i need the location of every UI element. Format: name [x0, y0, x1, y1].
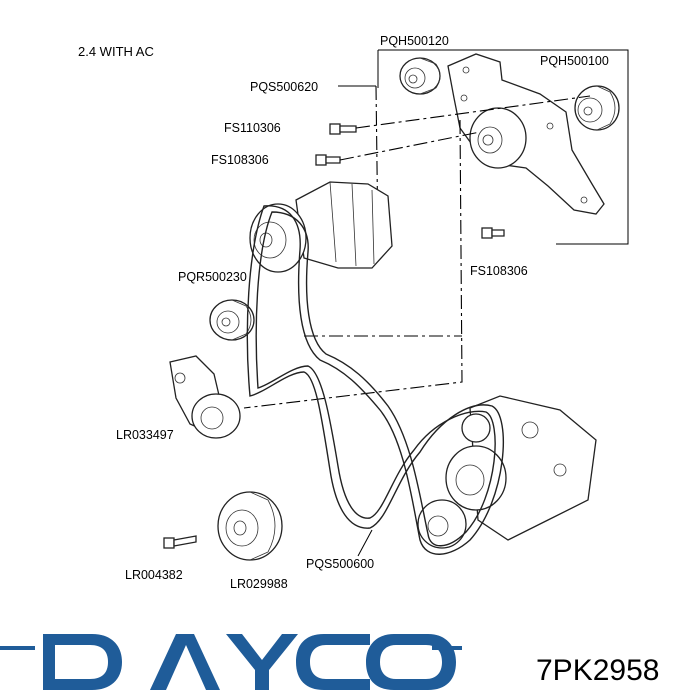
tensioner-lr033497 — [169, 355, 241, 439]
serpentine-belt — [246, 205, 505, 555]
label-pqh500100: PQH500100 — [540, 54, 609, 68]
bolt-fs110306 — [329, 123, 357, 135]
bolt-fs108306-right — [481, 227, 505, 239]
engine-pulleys — [417, 395, 597, 549]
idler-pulley-pqh500100 — [574, 85, 620, 131]
label-pqh500120: PQH500120 — [380, 34, 449, 48]
label-fs108306-left: FS108306 — [211, 153, 269, 167]
label-lr033497: LR033497 — [116, 428, 174, 442]
diagram-title: 2.4 WITH AC — [78, 44, 154, 59]
label-fs110306: FS110306 — [224, 121, 281, 135]
alignment-line-2 — [339, 131, 481, 161]
label-fs108306-right: FS108306 — [470, 264, 528, 278]
tensioner-bracket — [447, 53, 605, 215]
detail-frame — [377, 49, 629, 245]
alignment-line-1 — [355, 95, 591, 129]
ac-compressor — [249, 181, 393, 273]
label-pqs500600: PQS500600 — [306, 557, 374, 571]
leader-pqs500600 — [357, 529, 373, 557]
alignment-line-3 — [243, 119, 463, 409]
label-lr029988: LR029988 — [230, 577, 288, 591]
label-pqs500620: PQS500620 — [250, 80, 318, 94]
label-lr004382: LR004382 — [125, 568, 183, 582]
dayco-logo — [0, 634, 462, 690]
bolt-lr004382 — [163, 535, 197, 549]
idler-pulley-pqh500120 — [399, 57, 441, 95]
label-pqr500230: PQR500230 — [178, 270, 247, 284]
bolt-fs108306-left — [315, 154, 341, 166]
part-number: 7PK2958 — [536, 654, 659, 687]
crank-pulley-lr029988 — [217, 491, 283, 561]
